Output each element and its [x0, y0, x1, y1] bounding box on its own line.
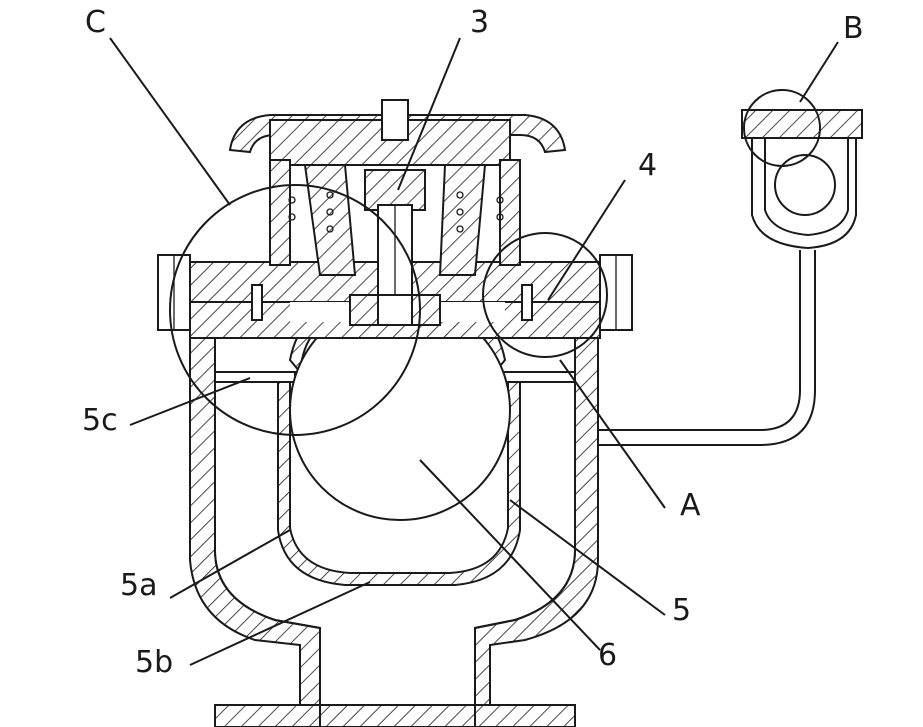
label-5b: 5b: [135, 645, 173, 680]
label-6: 6: [598, 638, 617, 673]
label-c: C: [85, 5, 106, 40]
detail-b-assembly: [741, 89, 863, 250]
valve-stem: [349, 99, 441, 326]
side-tube: [598, 250, 816, 446]
detail-circle-c: [169, 184, 421, 436]
label-4: 4: [638, 148, 657, 183]
detail-circle-4: [482, 232, 608, 358]
label-5a: 5a: [120, 568, 157, 603]
label-5c: 5c: [82, 403, 118, 438]
label-3: 3: [470, 5, 489, 40]
label-a: A: [680, 488, 701, 523]
label-5: 5: [672, 593, 691, 628]
leader-lines: [109, 37, 839, 666]
label-b: B: [843, 11, 864, 46]
